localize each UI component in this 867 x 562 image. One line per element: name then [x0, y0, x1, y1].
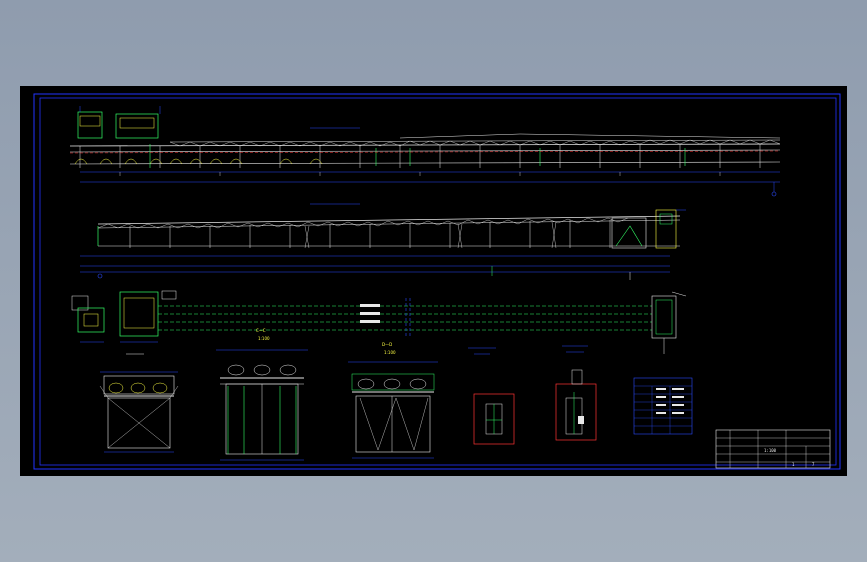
outer-frame: [33, 93, 841, 470]
title-block-sheet-total: 7: [812, 462, 815, 467]
inner-frame: [39, 97, 837, 466]
section-d: D—D 1:100: [348, 342, 438, 459]
title-block-scale: 1:100: [764, 448, 777, 453]
drawing-sheet: C—C 1:100 D—D 1:100: [20, 86, 847, 476]
plan-view: [71, 290, 687, 355]
section-label-d: D—D: [382, 342, 392, 347]
section-c: C—C 1:100: [216, 328, 308, 461]
elevation-top: [69, 106, 781, 197]
detail-box-1: [468, 347, 515, 445]
legend-table: [633, 377, 693, 435]
title-block: 1:100 1 7: [715, 429, 831, 469]
section-left: [99, 371, 179, 453]
title-block-sheet-number: 1: [792, 462, 795, 467]
detail-box-2: [555, 345, 597, 441]
cad-drawing: C—C 1:100 D—D 1:100: [33, 93, 841, 470]
scale-label-d: 1:100: [384, 350, 396, 355]
elevation-middle: [80, 203, 686, 280]
section-label-c: C—C: [256, 328, 266, 333]
scale-label-c: 1:100: [258, 336, 270, 341]
